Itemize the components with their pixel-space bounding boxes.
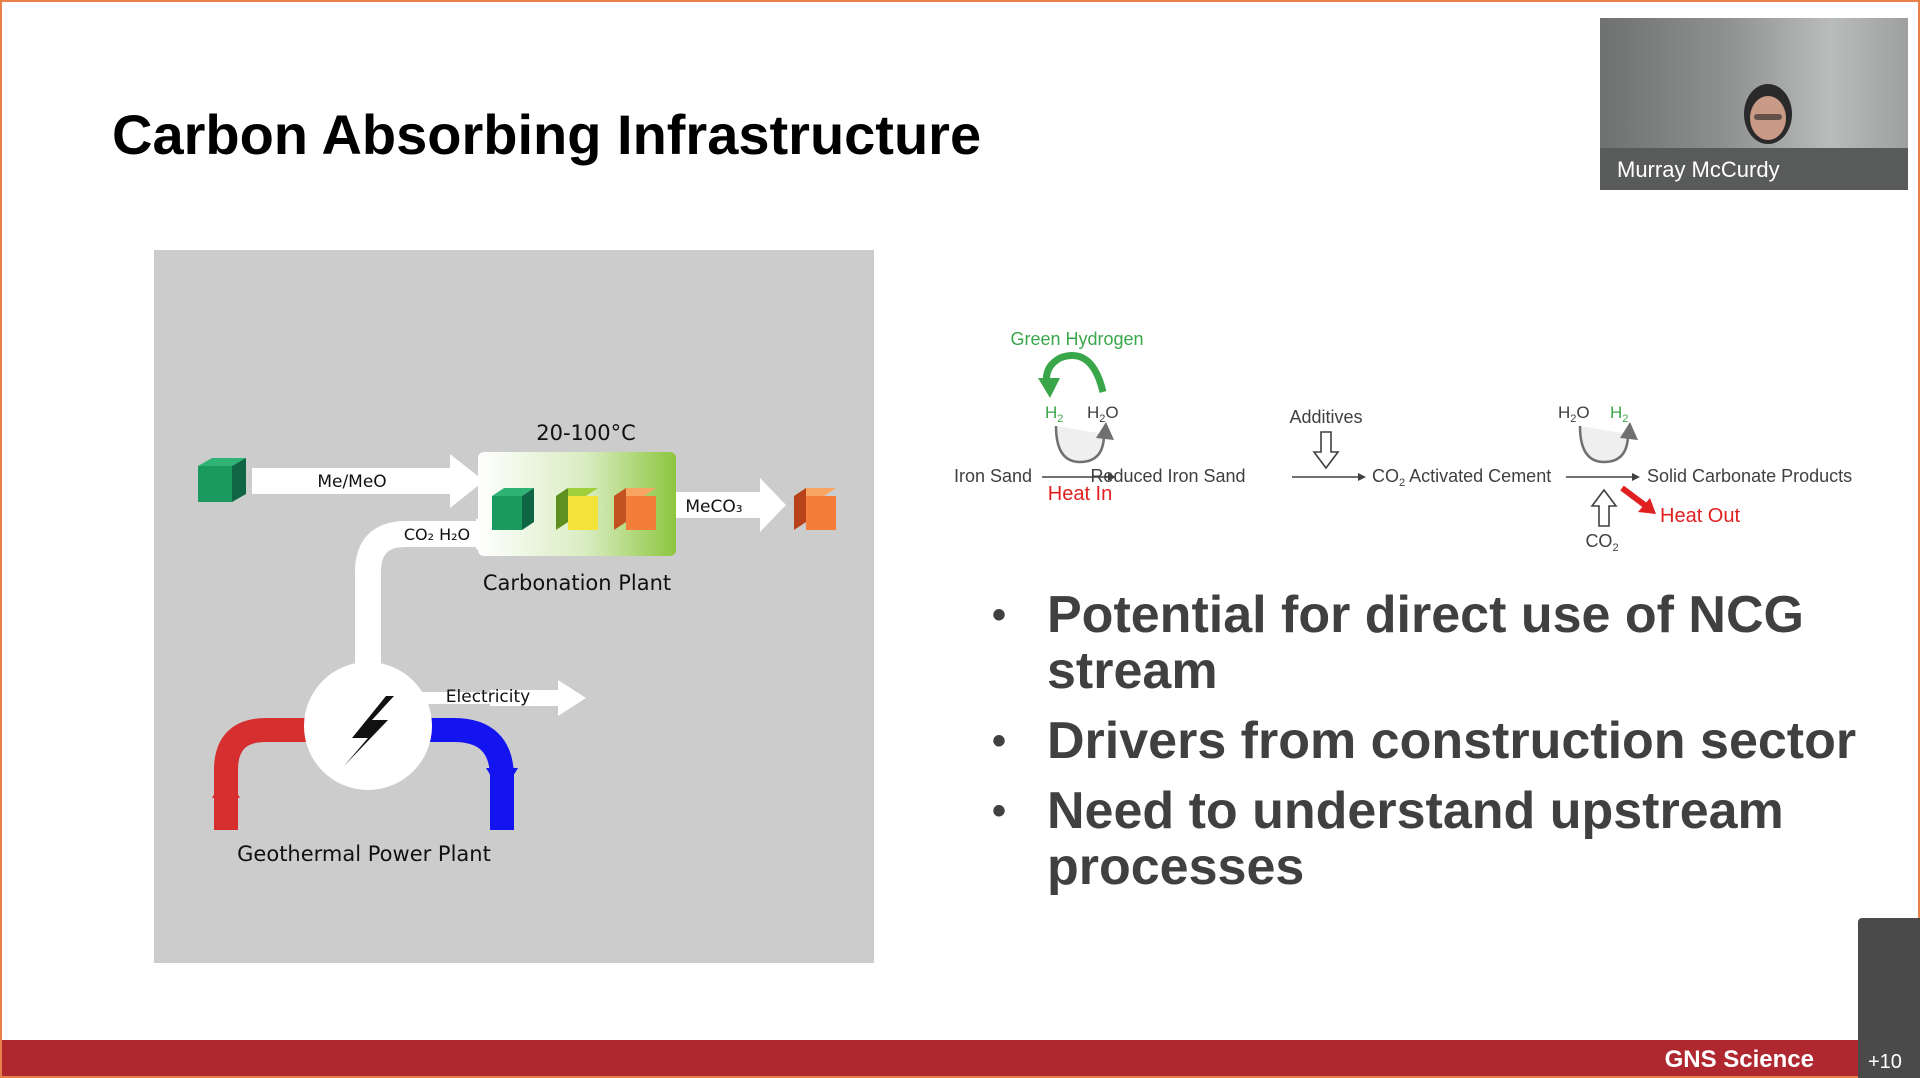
green-hydrogen-label: Green Hydrogen: [1010, 329, 1143, 349]
cold-fluid-arrowhead: [486, 768, 518, 794]
h2o-right-label: H2O: [1558, 403, 1590, 425]
carbonation-process-figure: 20-100°C Me/MeO MeCO₃ CO₂ H₂O Carbonatio…: [154, 250, 874, 963]
heat-out-label: Heat Out: [1660, 505, 1740, 527]
participants-overflow-tab[interactable]: +10: [1858, 918, 1920, 1078]
iron-sand-label: Iron Sand: [954, 466, 1032, 486]
me-meo-arrow: [252, 454, 484, 508]
green-hydrogen-arrowhead: [1038, 378, 1060, 398]
u-turn-arrowhead-right: [1620, 422, 1638, 440]
co2-activated-cement-label: CO2 Activated Cement: [1372, 466, 1551, 489]
bullet-dot: •: [992, 789, 1007, 833]
iron-sand-process-diagram: Green Hydrogen H2 H2O Iron Sand Heat In …: [942, 322, 1862, 562]
input-green-cube: [198, 458, 246, 502]
bullet-text: Potential for direct use of NCG stream: [1047, 586, 1804, 700]
output-orange-cube: [794, 488, 836, 530]
presenter-name: Murray McCurdy: [1617, 157, 1780, 182]
me-meo-label: Me/MeO: [317, 472, 386, 492]
presenter-name-bar: Murray McCurdy: [1600, 148, 1908, 190]
co2-h2o-label: CO₂ H₂O: [404, 525, 470, 544]
plant-orange-cube: [614, 488, 656, 530]
slide-footer-bar: GNS Science: [2, 1040, 1918, 1076]
bullet-item: • Need to understand upstream processes: [987, 783, 1867, 895]
bullet-item: • Potential for direct use of NCG stream: [987, 587, 1867, 699]
lightning-bolt-icon: [344, 696, 394, 766]
plant-green-cube: [492, 488, 534, 530]
solid-carbonate-products-label: Solid Carbonate Products: [1647, 466, 1852, 486]
plant-yellow-cube: [556, 488, 598, 530]
footer-brand: GNS Science: [1664, 1046, 1814, 1073]
carbonation-plant-label: Carbonation Plant: [483, 571, 671, 595]
slide-title: Carbon Absorbing Infrastructure: [112, 103, 982, 166]
h2o-left-label: H2O: [1087, 403, 1119, 425]
bullet-text: Drivers from construction sector: [1047, 712, 1857, 770]
presenter-video-tile[interactable]: Murray McCurdy: [1600, 18, 1908, 190]
meco3-arrow: [676, 478, 786, 532]
u-turn-arrowhead-left: [1096, 422, 1114, 440]
bullet-list: •Potential for direct use of NCG stream …: [987, 587, 1867, 909]
electricity-arrow: [414, 680, 586, 716]
presenter-avatar: [1744, 84, 1792, 144]
geothermal-power-plant-label: Geothermal Power Plant: [237, 842, 491, 866]
bullet-text: Need to understand upstream processes: [1047, 782, 1784, 896]
hot-fluid-arrowhead: [212, 774, 240, 798]
hot-fluid-pipe: [214, 718, 320, 830]
meco3-label: MeCO₃: [685, 497, 742, 517]
h2-right-label: H2: [1610, 403, 1628, 425]
additives-arrow: [1312, 431, 1340, 470]
co2-up-arrow: [1590, 488, 1618, 527]
co2-bottom-label: CO2: [1585, 531, 1618, 554]
additives-label: Additives: [1289, 407, 1362, 427]
temperature-label: 20-100°C: [536, 421, 636, 445]
heat-out-arrow: [1620, 485, 1648, 509]
bullet-item: • Drivers from construction sector: [987, 713, 1867, 769]
heat-in-label: Heat In: [1048, 483, 1112, 505]
cold-fluid-pipe: [420, 718, 514, 830]
bullet-dot: •: [992, 593, 1007, 637]
green-hydrogen-arrow: [1043, 352, 1107, 393]
u-turn-arrow-left: [1054, 425, 1106, 464]
h2-left-label: H2: [1045, 403, 1063, 425]
bullet-dot: •: [992, 719, 1007, 763]
electricity-label: Electricity: [446, 687, 530, 707]
co2-h2o-pipe: [355, 521, 479, 670]
reduced-iron-sand-label: Reduced Iron Sand: [1090, 466, 1245, 486]
u-turn-arrow-right: [1578, 425, 1630, 464]
participants-more-count: +10: [1868, 1051, 1902, 1073]
